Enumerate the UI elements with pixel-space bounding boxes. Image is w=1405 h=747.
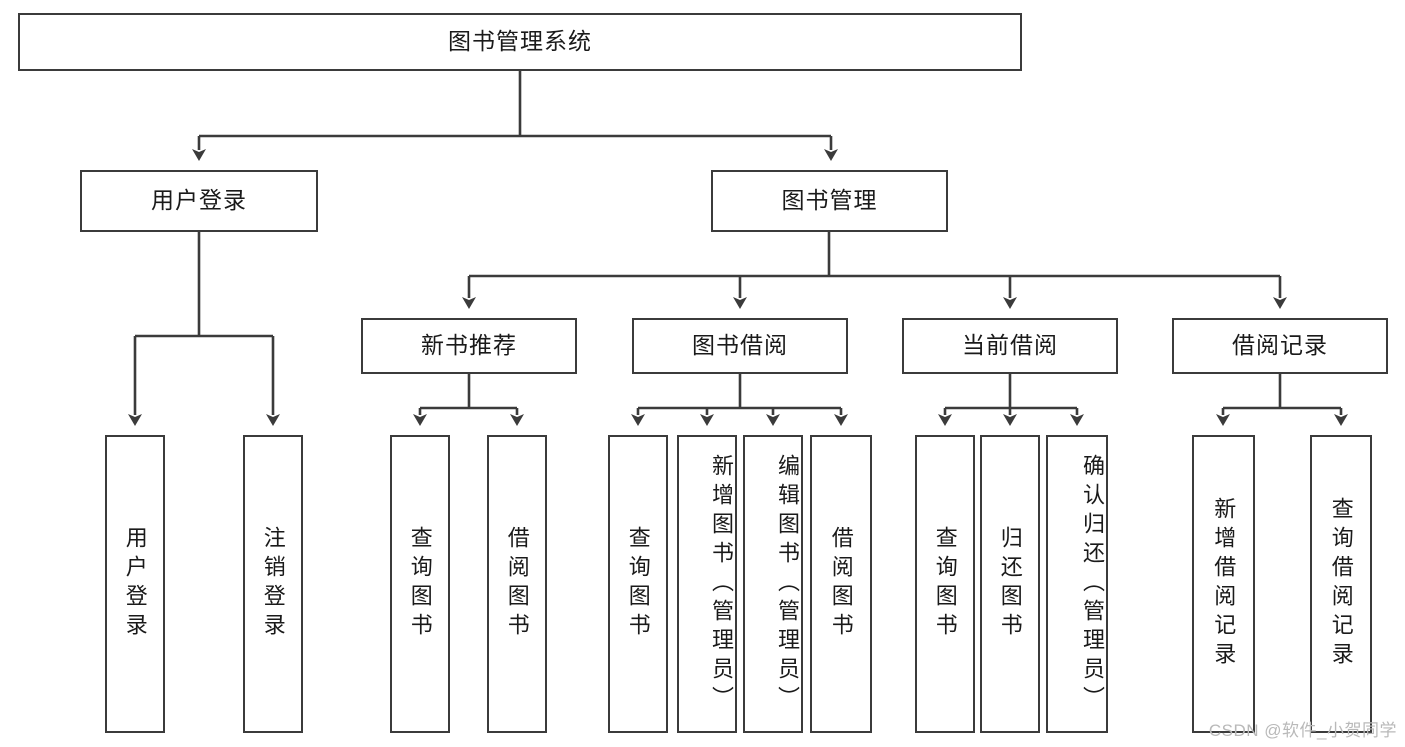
node-leaf-query-book-current[interactable]: 查询图书 [915,435,975,733]
node-leaf-edit-book-admin[interactable]: 编辑图书（管理员） [743,435,803,733]
node-borrow-record-label: 借阅记录 [1232,332,1328,359]
node-leaf-add-borrow-record[interactable]: 新增借阅记录 [1192,435,1255,733]
node-leaf-return-book-label: 归还图书 [997,526,1023,642]
node-leaf-query-book-current-label: 查询图书 [932,526,958,642]
node-book-management[interactable]: 图书管理 [711,170,948,232]
node-leaf-query-borrow-record[interactable]: 查询借阅记录 [1310,435,1372,733]
node-leaf-query-book-recommend[interactable]: 查询图书 [390,435,450,733]
node-book-borrow[interactable]: 图书借阅 [632,318,848,374]
node-leaf-query-borrow-record-label: 查询借阅记录 [1328,497,1354,671]
node-new-book-recommend[interactable]: 新书推荐 [361,318,577,374]
node-current-borrow-label: 当前借阅 [962,332,1058,359]
node-leaf-borrow-book-recommend[interactable]: 借阅图书 [487,435,547,733]
node-leaf-borrow-book[interactable]: 借阅图书 [810,435,872,733]
node-leaf-add-borrow-record-label: 新增借阅记录 [1211,497,1237,671]
node-borrow-record[interactable]: 借阅记录 [1172,318,1388,374]
node-leaf-user-login[interactable]: 用户登录 [105,435,165,733]
node-leaf-borrow-book-label: 借阅图书 [828,526,854,642]
node-new-book-recommend-label: 新书推荐 [421,332,517,359]
node-book-management-label: 图书管理 [781,187,878,214]
node-current-borrow[interactable]: 当前借阅 [902,318,1118,374]
watermark-csdn: CSDN @软件_小贺同学 [1208,721,1397,740]
node-user-login-label: 用户登录 [151,187,247,214]
node-leaf-user-login-label: 用户登录 [122,526,148,642]
node-user-login[interactable]: 用户登录 [80,170,318,232]
node-leaf-edit-book-admin-label: 编辑图书（管理员） [775,453,800,715]
node-leaf-return-book[interactable]: 归还图书 [980,435,1040,733]
node-leaf-logout-login[interactable]: 注销登录 [243,435,303,733]
node-leaf-query-book-recommend-label: 查询图书 [407,526,433,642]
node-leaf-add-book-admin-label: 新增图书（管理员） [709,453,734,715]
node-leaf-logout-login-label: 注销登录 [260,526,286,642]
node-leaf-query-book-borrow-label: 查询图书 [625,526,651,642]
node-leaf-confirm-return-admin-label: 确认归还（管理员） [1080,453,1105,715]
node-leaf-confirm-return-admin[interactable]: 确认归还（管理员） [1046,435,1108,733]
node-book-borrow-label: 图书借阅 [692,332,788,359]
node-root-label: 图书管理系统 [448,28,592,55]
node-leaf-add-book-admin[interactable]: 新增图书（管理员） [677,435,737,733]
node-leaf-borrow-book-recommend-label: 借阅图书 [504,526,530,642]
node-leaf-query-book-borrow[interactable]: 查询图书 [608,435,668,733]
node-root[interactable]: 图书管理系统 [18,13,1022,71]
